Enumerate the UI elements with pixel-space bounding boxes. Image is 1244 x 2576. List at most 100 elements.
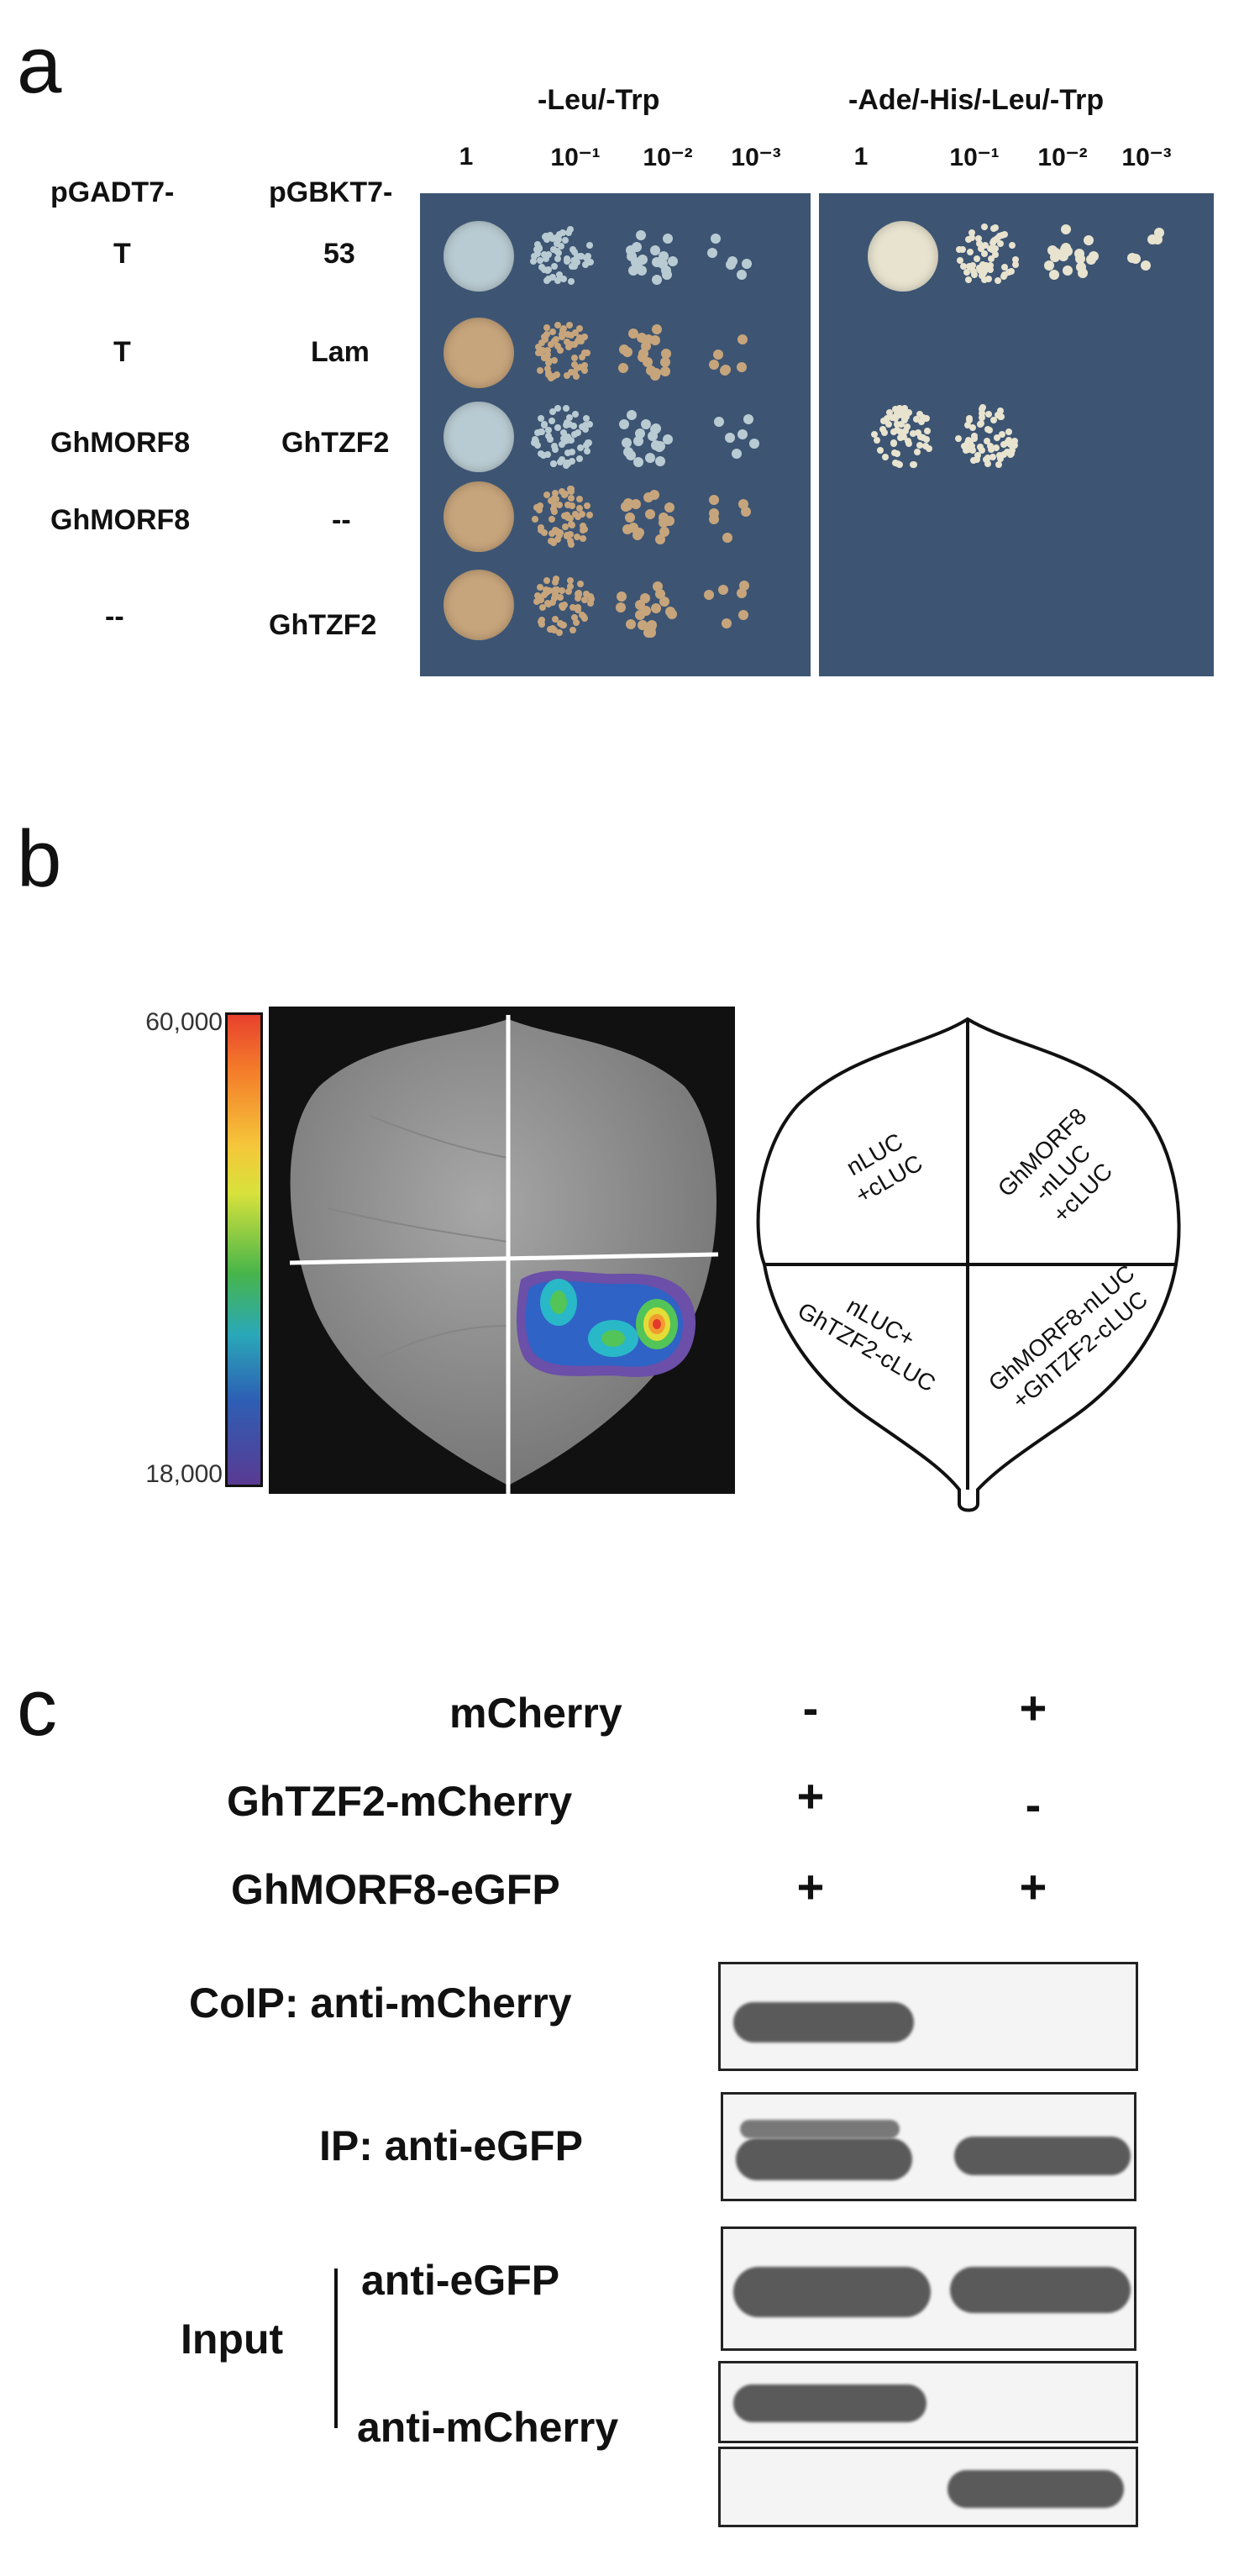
yeast-colony — [999, 431, 1006, 439]
lane1-sign: + — [796, 1769, 825, 1822]
yeast-colony — [546, 231, 554, 239]
yeast-colony — [660, 349, 671, 360]
yeast-colony — [913, 449, 921, 456]
yeast-colony — [640, 419, 651, 430]
yeast-colony — [536, 502, 543, 509]
yeast-colony — [549, 506, 557, 513]
mcherry-row-label: mCherry — [449, 1690, 622, 1737]
yeast-colony — [534, 344, 542, 351]
yeast-colony — [572, 510, 580, 518]
yeast-colony — [664, 516, 674, 527]
yeast-colony — [636, 229, 647, 240]
yeast-colony — [548, 417, 555, 424]
dilution-label: 10⁻² — [1037, 144, 1088, 171]
yeast-colony — [974, 456, 981, 464]
yeast-colony — [542, 336, 549, 344]
yeast-colony — [885, 421, 893, 428]
yeast-colony — [1059, 244, 1070, 255]
yeast-colony — [981, 250, 989, 257]
yeast-colony — [626, 409, 637, 420]
yeast-colony — [968, 234, 975, 241]
yeast-colony — [551, 337, 559, 344]
yeast-colony — [737, 428, 748, 439]
yeast-colony — [558, 330, 565, 338]
yeast-colony — [968, 443, 976, 450]
yeast-colony — [540, 528, 548, 536]
yeast-colony — [539, 452, 547, 460]
yeast-colony — [635, 599, 646, 610]
yeast-colony — [547, 435, 554, 443]
yeast-colony — [568, 495, 575, 502]
yeast-colony — [545, 370, 553, 377]
yeast-colony — [551, 526, 559, 534]
yeast-colony — [890, 449, 898, 457]
yeast-colony — [574, 534, 581, 541]
yeast-colony — [566, 582, 574, 590]
yeast-colony — [552, 489, 559, 497]
yeast-colony — [1078, 267, 1089, 278]
yeast-colony — [921, 442, 929, 449]
yeast-colony — [554, 322, 561, 329]
yeast-colony — [984, 410, 992, 418]
input-egfp-label: anti-eGFP — [361, 2257, 560, 2304]
yeast-colony — [569, 262, 576, 270]
ad-label: T — [113, 238, 131, 270]
yeast-colony — [637, 332, 648, 343]
yeast-colony — [1049, 269, 1060, 280]
yeast-colony — [577, 252, 585, 260]
yeast-colony — [575, 590, 583, 597]
yeast-colony — [558, 587, 565, 595]
yeast-colony — [538, 604, 546, 612]
yeast-colony — [554, 405, 562, 413]
yeast-colony — [649, 489, 660, 500]
yeast-colony — [554, 277, 562, 285]
yeast-colony — [1152, 234, 1163, 245]
yeast-colony — [650, 423, 661, 434]
yeast-colony — [964, 422, 972, 429]
yeast-colony — [537, 523, 544, 531]
yeast-colony — [881, 454, 889, 461]
yeast-colony — [550, 356, 558, 364]
yeast-colony — [649, 335, 660, 346]
yeast-colony — [572, 411, 580, 418]
yeast-colony — [554, 255, 561, 262]
yeast-colony — [904, 438, 911, 445]
yeast-colony — [713, 350, 724, 360]
yeast-colony — [984, 426, 992, 434]
dilution-label: 10⁻² — [643, 144, 693, 171]
yeast-colony — [619, 419, 630, 430]
yeast-colony — [711, 233, 722, 244]
yeast-colony — [571, 355, 579, 362]
yeast-colony — [555, 271, 563, 279]
yeast-colony — [638, 352, 648, 363]
yeast-colony — [890, 439, 897, 446]
yeast-colony — [549, 329, 557, 336]
yeast-colony — [964, 437, 972, 444]
yeast-colony — [957, 257, 964, 265]
yeast-colony — [917, 418, 925, 425]
yeast-colony — [984, 275, 992, 282]
yeast-colony — [983, 265, 990, 272]
blot-band — [733, 2384, 926, 2422]
plate-selective — [819, 193, 1214, 676]
yeast-colony — [564, 514, 572, 522]
yeast-colony — [897, 428, 905, 436]
yeast-colony — [568, 521, 575, 528]
scale-max-label: 60,000 — [145, 1008, 223, 1036]
yeast-colony — [549, 624, 557, 632]
input-bracket — [334, 2268, 338, 2428]
yeast-colony — [534, 429, 542, 437]
yeast-colony — [557, 593, 564, 601]
yeast-colony — [706, 247, 717, 258]
yeast-colony — [626, 618, 637, 629]
yeast-colony — [995, 460, 1002, 468]
yeast-colony — [981, 223, 989, 231]
luminescence-color-scale — [225, 1012, 263, 1487]
yeast-colony — [530, 258, 538, 265]
yeast-colony — [954, 435, 962, 443]
yeast-colony — [578, 423, 585, 430]
yeast-colony — [901, 427, 909, 434]
yeast-colony — [626, 245, 637, 256]
yeast-colony — [575, 455, 583, 462]
yeast-colony — [1044, 260, 1054, 271]
